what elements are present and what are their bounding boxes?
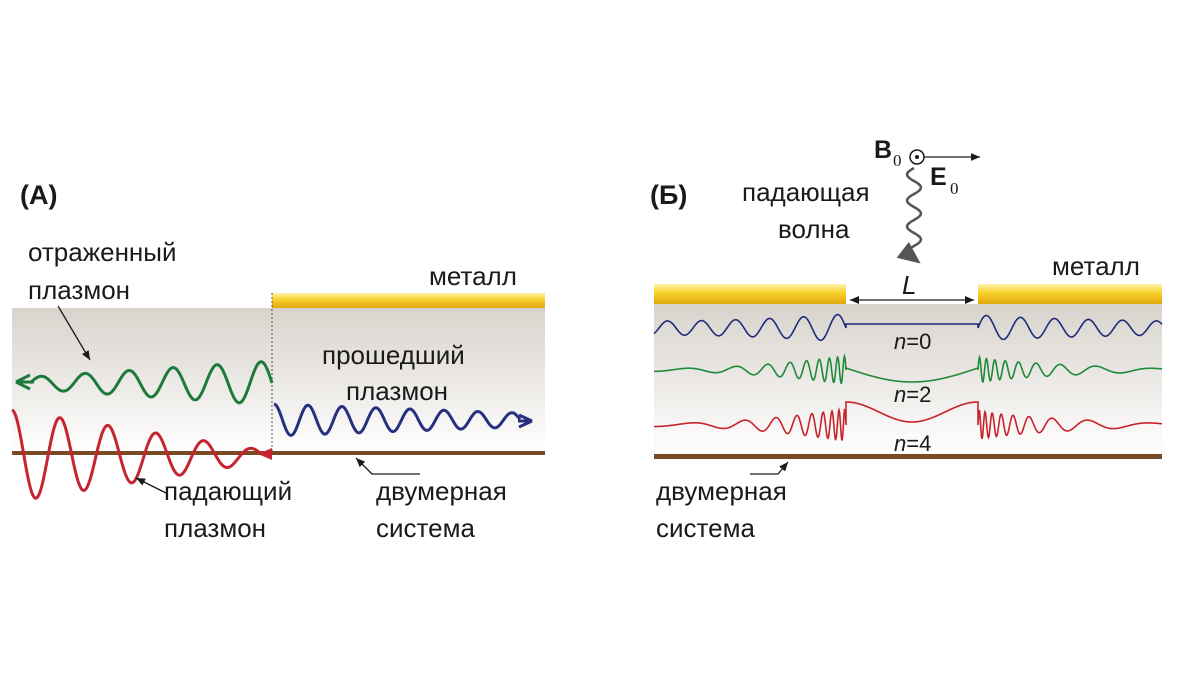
reflected-label-2: плазмон <box>28 275 130 305</box>
transmitted-arrowhead <box>518 413 533 429</box>
incident-label-1: падающий <box>164 476 292 506</box>
incident-wave-label-2: волна <box>778 214 850 244</box>
dielectric-region-a <box>12 308 545 454</box>
panel-a-label: (А) <box>20 180 57 210</box>
two-d-label-b-2: система <box>656 513 755 543</box>
reflected-label-1: отраженный <box>28 237 177 267</box>
field-b-subscript: 0 <box>893 151 902 170</box>
transmitted-plasmon-wave <box>273 402 522 437</box>
incident-plasmon-wave <box>11 408 263 500</box>
panel-b-label: (Б) <box>650 180 687 210</box>
field-e-subscript: 0 <box>950 179 959 198</box>
reflected-pointer <box>57 305 91 361</box>
two-d-system-b <box>654 454 1162 459</box>
mode-n2-label: n=2 <box>894 382 931 407</box>
incident-pointer <box>135 477 167 494</box>
field-b-label: B <box>874 136 892 164</box>
reflected-plasmon-wave <box>29 360 274 405</box>
field-b-dot-icon <box>915 155 919 159</box>
metal-gate-a <box>272 293 545 308</box>
two-d-pointer-b <box>750 461 789 475</box>
mode-n0-wave <box>653 313 1163 342</box>
two-d-label-a-2: система <box>376 513 475 543</box>
mode-n2-wave <box>653 353 1163 385</box>
field-e-label: E <box>930 163 947 191</box>
gap-label: L <box>902 270 916 300</box>
transmitted-label-1: прошедший <box>322 340 465 370</box>
reflected-arrowhead <box>15 373 34 391</box>
dielectric-region-b <box>654 304 1162 456</box>
mode-n0-label: n=0 <box>894 329 931 354</box>
mode-n4-wave <box>654 401 1163 442</box>
incident-arrowhead <box>258 448 272 460</box>
two-d-system-a <box>12 451 545 455</box>
incident-label-2: плазмон <box>164 513 266 543</box>
metal-gate-left <box>654 284 846 304</box>
two-d-pointer-a <box>355 457 420 475</box>
metal-label-a: металл <box>429 261 517 291</box>
transmitted-label-2: плазмон <box>346 376 448 406</box>
mode-n4-label: n=4 <box>894 431 931 456</box>
metal-label-b: металл <box>1052 251 1140 281</box>
metal-gate-right <box>978 284 1162 304</box>
two-d-label-b-1: двумерная <box>656 476 787 506</box>
incident-wave-label-1: падающая <box>742 177 870 207</box>
incident-wave-squiggle <box>896 166 923 264</box>
two-d-label-a-1: двумерная <box>376 476 507 506</box>
panel-a: (А) отраженный плазмон металл прошедший … <box>11 180 545 543</box>
panel-b: (Б) металл L падающая волна B 0 E 0 n=0 … <box>650 136 1163 543</box>
